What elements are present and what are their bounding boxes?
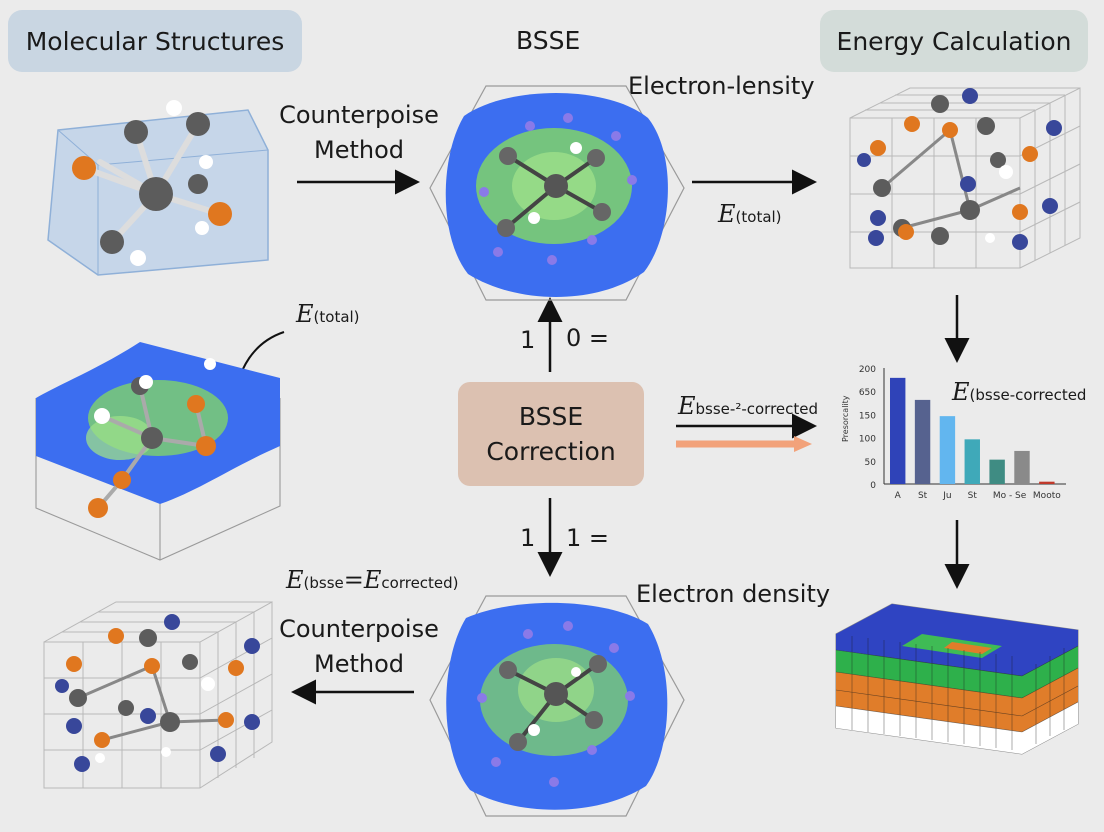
electron-density-surface-bottom	[429, 595, 685, 817]
molecule-translucent-box	[47, 100, 269, 276]
bsse-title: BSSE	[516, 26, 581, 55]
chart-y-tick-label: 0	[870, 481, 876, 491]
counterpoise-method-label-bottom: Counterpoise Method	[272, 612, 446, 682]
bsse-correction-line2: Correction	[486, 437, 616, 466]
energy-calculation-title: Energy Calculation	[836, 26, 1072, 56]
chart-y-axis-label: Presorcality	[841, 395, 850, 442]
counterpoise-word: Counterpoise	[279, 615, 439, 643]
chart-bar	[890, 377, 906, 484]
chart-bar	[914, 399, 931, 484]
bsse-correction-box: BSSE Correction	[458, 382, 644, 486]
e-total-label-right: E(total)	[718, 200, 782, 228]
method-word: Method	[313, 135, 404, 164]
chart-y-tick-labels: 200 650 150 100 50 0	[859, 365, 876, 491]
method-word: Method	[313, 649, 404, 678]
bsse-correction-line1: BSSE	[518, 402, 584, 431]
chart-x-tick-label: Mo - Se	[993, 491, 1027, 501]
electron-density-label-top: Electron-lensity	[628, 72, 815, 100]
electron-density-label-bottom: Electron density	[636, 580, 831, 608]
arrow-up-left-number: 1	[520, 326, 536, 354]
chart-y-tick-label: 200	[859, 365, 876, 375]
arrow-down-right-number: 1 =	[566, 524, 610, 552]
chart-y-tick-label: 100	[859, 435, 876, 445]
counterpoise-method-label-top: Counterpoise Method	[272, 98, 446, 168]
molecular-structures-title: Molecular Structures	[25, 26, 285, 56]
e-bsse-corrected-label: E(bsse-corrected	[952, 378, 1087, 406]
molecular-structures-pill: Molecular Structures	[8, 10, 302, 72]
crystal-lattice-bottom-left	[43, 601, 273, 789]
counterpoise-word: Counterpoise	[279, 101, 439, 129]
chart-bar	[939, 416, 956, 484]
chart-y-tick-label: 650	[859, 388, 876, 398]
layered-block-grid	[835, 603, 1079, 755]
crystal-lattice-top-right	[849, 87, 1081, 269]
chart-x-tick-label: St	[918, 491, 928, 501]
chart-bar	[1014, 450, 1030, 484]
chart-y-tick-label: 50	[865, 458, 877, 468]
chart-x-tick-label: Mooto	[1033, 491, 1061, 501]
e-bsse-corrected-equation: E(bsse=Ecorrected)	[286, 566, 459, 594]
chart-x-tick-label: Ju	[942, 491, 951, 501]
chart-x-tick-label: A	[895, 491, 902, 501]
chart-bar	[1039, 481, 1055, 484]
energy-calculation-pill: Energy Calculation	[820, 10, 1088, 72]
chart-x-tick-label: St	[968, 491, 978, 501]
arrow-down-left-number: 1	[520, 524, 536, 552]
e-total-label-left: E(total)	[296, 300, 360, 328]
orange-arrow-head	[794, 436, 812, 452]
chart-bar	[989, 459, 1005, 484]
chart-bar	[964, 439, 980, 484]
chart-y-tick-label: 150	[859, 411, 876, 421]
chart-x-tick-labels: A St Ju St Mo - Se Mooto	[895, 491, 1062, 501]
chart-bars	[890, 377, 1055, 484]
energy-bar-chart: 200 650 150 100 50 0 Presorcality A St Ju St Mo -…	[841, 365, 1066, 501]
molecular-surface-left	[35, 342, 281, 561]
electron-density-surface-top	[429, 85, 685, 301]
arrow-up-right-number: 0 =	[566, 324, 610, 352]
